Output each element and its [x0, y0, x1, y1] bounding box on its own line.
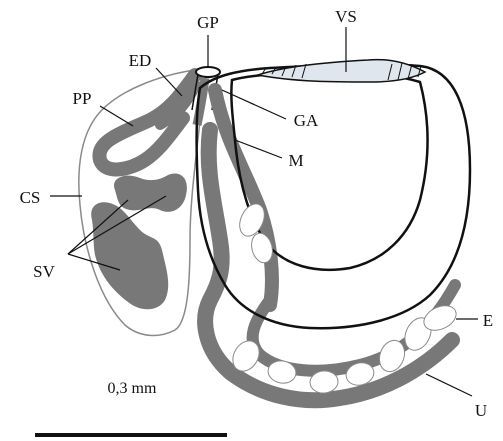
label-pp: PP [73, 89, 92, 108]
label-cs: CS [20, 188, 41, 207]
seminal-vesicle-upper [114, 174, 187, 212]
ejaculatory-duct [99, 75, 195, 169]
label-vs: VS [335, 7, 357, 26]
leader-u [426, 374, 472, 396]
label-gp: GP [197, 13, 219, 32]
scale-bar [35, 433, 227, 437]
genital-pore [196, 67, 220, 77]
label-e: E [483, 311, 493, 330]
scale-bar-label: 0,3 mm [108, 380, 157, 397]
label-m: M [288, 151, 303, 170]
label-sv: SV [33, 262, 55, 281]
leader-pp [100, 106, 133, 126]
label-u: U [475, 401, 487, 420]
label-ga: GA [294, 111, 319, 130]
ventral-sucker-outline [197, 64, 470, 328]
label-ed: ED [129, 51, 152, 70]
leader-ed [156, 68, 182, 96]
